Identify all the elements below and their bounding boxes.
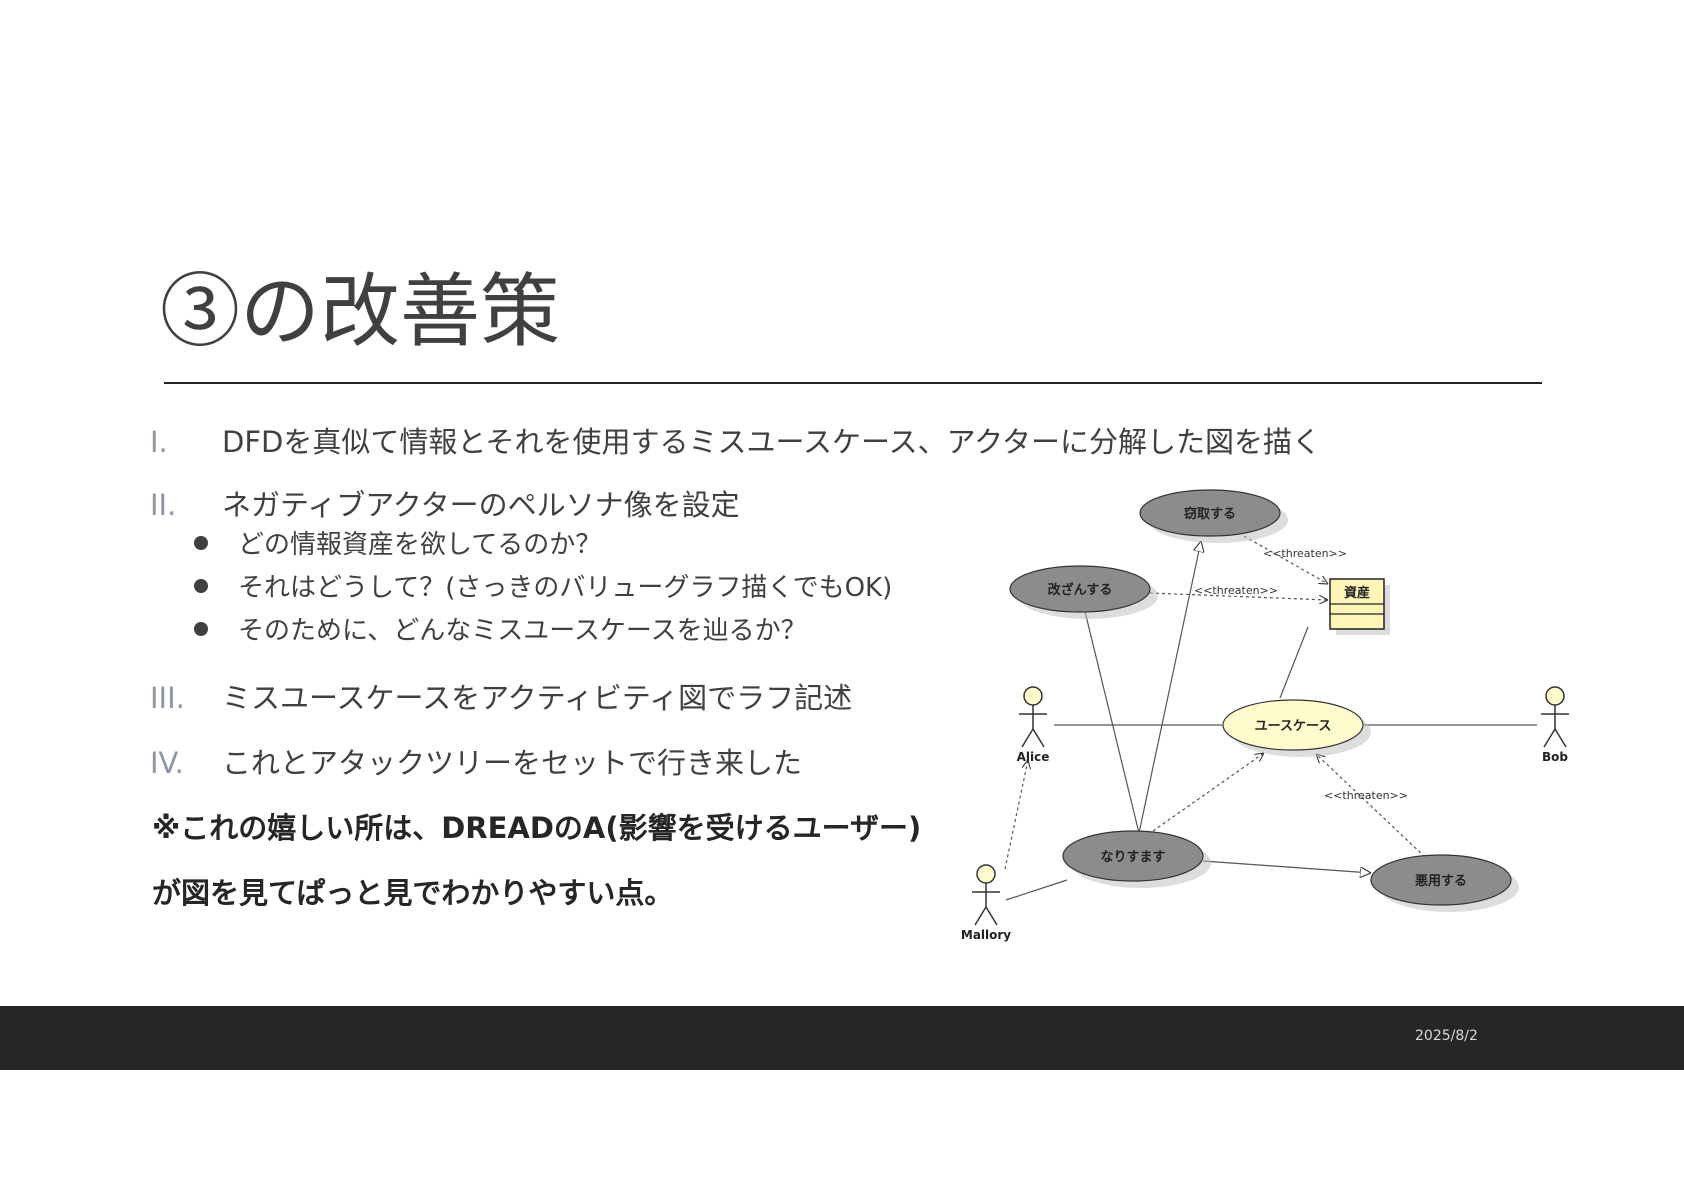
usecase-usecase: ユースケース <box>1222 699 1371 757</box>
sub-bullet-text: それはどうして？(さっきのバリューグラフ描くでもOK) <box>238 573 893 603</box>
list-item-1: I. DFDを真似て情報とそれを使用するミスユースケース、アクターに分解した図を描… <box>150 422 1321 462</box>
bullet-dot-icon <box>194 536 208 550</box>
usecase-ellipse <box>1009 565 1151 613</box>
sub-bullet-text: どの情報資産を欲してるのか？ <box>238 530 602 560</box>
usecase-ellipse <box>1370 854 1512 906</box>
title-divider <box>164 382 1542 384</box>
note-line-2: が図を見てぱっと見でわかりやすい点。 <box>152 876 674 910</box>
list-item-number: I. <box>150 425 168 459</box>
stick-figure-icon <box>972 864 1000 926</box>
generalization-arrow <box>1080 591 1140 834</box>
list-item-number: II. <box>150 488 177 522</box>
sub-bullet-1: どの情報資産を欲してるのか？ <box>194 527 601 563</box>
usecase-tamper: 改ざんする <box>1009 565 1158 619</box>
bullet-dot-icon <box>194 622 208 636</box>
actor-label: Mallory <box>961 928 1011 942</box>
list-item-number: IV. <box>150 746 184 780</box>
usecase-label: 改ざんする <box>1048 582 1113 598</box>
usecase-ellipse <box>1139 489 1281 537</box>
usecase-ellipse <box>1222 699 1364 751</box>
footer-bar: 2025/8/2 <box>0 1006 1684 1070</box>
list-item-4: IV. これとアタックツリーをセットで行き来した <box>150 743 802 783</box>
list-item-text: DFDを真似て情報とそれを使用するミスユースケース、アクターに分解した図を描く <box>222 425 1321 459</box>
dependency-arrow <box>1152 753 1264 832</box>
actor-label: Alice <box>1017 750 1050 764</box>
stick-figure-icon <box>1019 686 1047 748</box>
list-item-number: III. <box>150 681 185 715</box>
usecase-label: なりすます <box>1100 850 1165 865</box>
actor-mallory: Mallory <box>961 864 1011 942</box>
stick-figure-icon <box>1541 686 1569 748</box>
actor-bob: Bob <box>1541 686 1569 764</box>
footer-date: 2025/8/2 <box>1415 1028 1478 1044</box>
list-item-text: ミスユースケースをアクティビティ図でラフ記述 <box>222 681 853 715</box>
threaten-label: <<threaten>> <box>1194 584 1278 597</box>
generalization-arrow <box>1138 541 1201 834</box>
usecase-impersonate: なりすます <box>1062 830 1211 888</box>
threaten-label: <<threaten>> <box>1324 789 1408 802</box>
note-line-1: ※これの嬉しい所は、DREADのA(影響を受けるユーザー) <box>152 811 922 845</box>
actor-label: Bob <box>1542 750 1568 764</box>
usecase-steal: 窃取する <box>1139 489 1288 543</box>
usecase-ellipse <box>1062 830 1204 882</box>
diagram-connectors <box>1004 535 1537 901</box>
usecase-label: ユースケース <box>1255 719 1332 734</box>
usecase-misuse: 悪用する <box>1370 854 1519 912</box>
list-item-text: これとアタックツリーをセットで行き来した <box>222 746 803 780</box>
sub-bullet-3: そのために、どんなミスユースケースを辿るか？ <box>194 613 807 649</box>
usecase-label: 悪用する <box>1415 874 1467 889</box>
association-line <box>1279 626 1309 699</box>
threaten-arrow <box>1316 754 1426 858</box>
association-line <box>1005 879 1068 901</box>
usecase-label: 窃取する <box>1184 506 1236 522</box>
list-item-3: III. ミスユースケースをアクティビティ図でラフ記述 <box>150 678 852 718</box>
list-item-2: II. ネガティブアクターのペルソナ像を設定 <box>150 485 740 525</box>
sub-bullet-2: それはどうして？(さっきのバリューグラフ描くでもOK) <box>194 570 892 606</box>
actor-alice: Alice <box>1017 686 1050 764</box>
asset-label: 資産 <box>1344 585 1370 601</box>
threaten-label: <<threaten>> <box>1263 547 1347 560</box>
slide-title: ③の改善策 <box>160 265 560 358</box>
asset-class: 資産 <box>1329 578 1390 635</box>
misuse-case-diagram: <<threaten>> <<threaten>> <<threaten>> 窃… <box>961 489 1569 942</box>
threaten-arrow <box>1243 535 1328 584</box>
list-item-text: ネガティブアクターのペルソナ像を設定 <box>222 488 740 522</box>
bullet-dot-icon <box>194 579 208 593</box>
dependency-arrow <box>1004 760 1028 870</box>
sub-bullet-text: そのために、どんなミスユースケースを辿るか？ <box>238 616 807 646</box>
generalization-arrow <box>1202 860 1371 873</box>
